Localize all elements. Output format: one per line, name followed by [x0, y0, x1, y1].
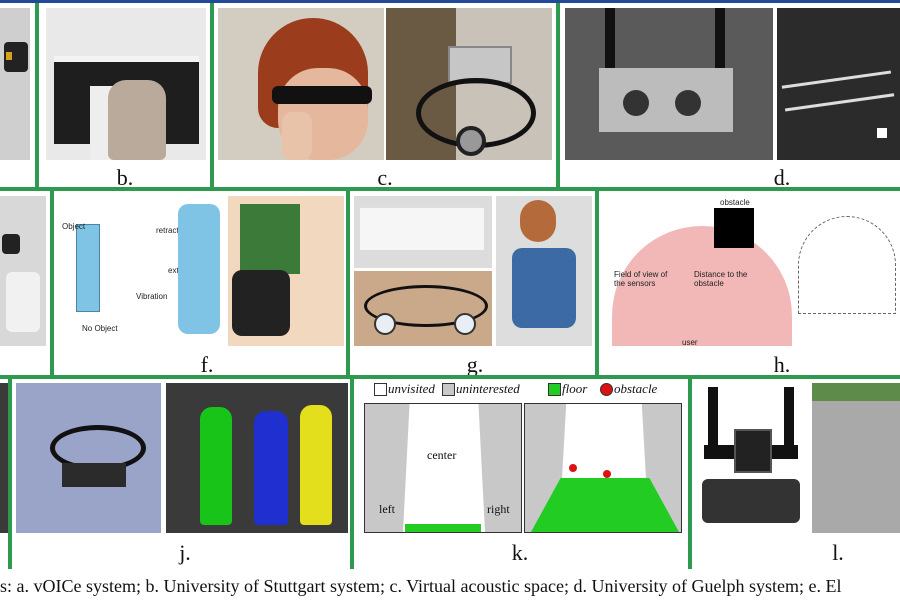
panel-c-label: c. — [377, 165, 393, 190]
divider — [346, 191, 350, 375]
panel-k-diagram: unvisited uninterested floor obstacle ce… — [358, 383, 686, 533]
divider — [210, 3, 214, 187]
f-no-object-text: No Object — [82, 324, 118, 333]
divider — [50, 191, 54, 375]
top-border — [0, 0, 900, 3]
figure-caption: s: a. vOICe system; b. University of Stu… — [0, 576, 842, 596]
divider — [595, 191, 599, 375]
k-center-label: center — [427, 448, 457, 462]
panel-j-label: j. — [179, 540, 191, 565]
panel-g-label: g. — [466, 352, 484, 377]
panel-h-diagram: obstacle Field of view of the sensors Di… — [602, 196, 900, 346]
legend-uninterested-swatch — [442, 383, 455, 396]
k-left-grid: center left right — [364, 403, 522, 533]
divider — [688, 379, 692, 569]
divider — [350, 379, 354, 569]
panel-d-label: d. — [773, 165, 791, 190]
panel-c-photo-right — [386, 8, 552, 160]
row-divider — [0, 375, 900, 379]
h-distance-text: Distance to the obstacle — [694, 270, 748, 288]
panel-l-photo-left — [694, 383, 808, 533]
panel-b-label: b. — [116, 165, 134, 190]
panel-j-photo-left — [16, 383, 161, 533]
panel-f-label: f. — [200, 352, 214, 377]
panel-d-photo-left — [565, 8, 773, 160]
legend-obstacle-swatch — [600, 383, 613, 396]
panel-g-photo-right — [496, 196, 592, 346]
panel-h-label: h. — [773, 352, 791, 377]
h-field-text: Field of view of the sensors — [614, 270, 668, 288]
legend-floor: floor — [562, 383, 588, 396]
panel-d-photo-right — [777, 8, 900, 160]
panel-a-photo — [0, 8, 30, 160]
divider — [556, 3, 560, 187]
legend-uninterested: uninterested — [456, 383, 520, 396]
legend-floor-swatch — [548, 383, 561, 396]
panel-g-photo-bottom — [354, 271, 492, 346]
panel-f-diagram: Object No Object retract extend Vibratio… — [58, 196, 344, 346]
row-divider — [0, 187, 900, 191]
f-object-text: Object — [62, 222, 86, 231]
k-right-label: right — [487, 502, 510, 516]
h-user-text: user — [682, 338, 698, 346]
k-left-label: left — [379, 502, 395, 516]
panel-b-photo — [46, 8, 206, 160]
f-retract-text: retract — [156, 226, 179, 235]
f-vibration-text: Vibration — [136, 292, 168, 301]
panel-c-photo-left — [218, 8, 384, 160]
panel-l-label: l. — [832, 540, 844, 565]
panel-i-photo — [0, 383, 8, 533]
legend-unvisited: unvisited — [388, 383, 435, 396]
panel-k-label: k. — [511, 540, 529, 565]
divider — [35, 3, 39, 187]
legend-obstacle: obstacle — [614, 383, 658, 396]
divider — [8, 379, 12, 569]
panel-j-depth-image — [166, 383, 348, 533]
panel-l-photo-right — [812, 383, 900, 533]
panel-g-photo-top — [354, 196, 492, 268]
h-obstacle-text: obstacle — [720, 198, 750, 207]
legend-unvisited-swatch — [374, 383, 387, 396]
k-right-grid — [524, 403, 682, 533]
panel-e-photo — [0, 196, 46, 346]
